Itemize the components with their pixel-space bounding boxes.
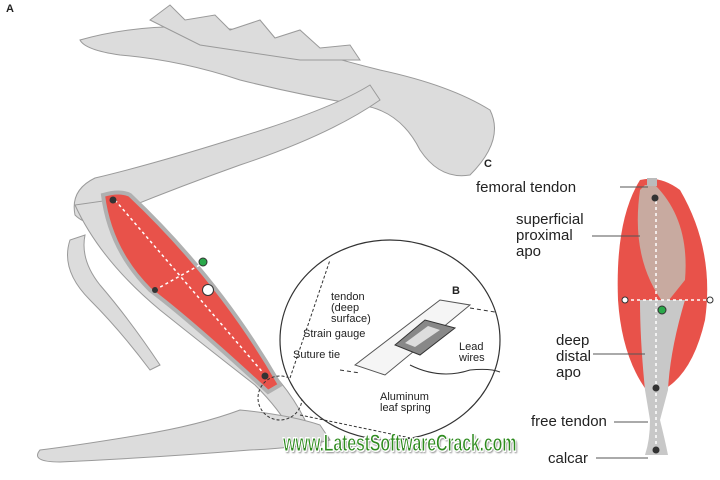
label-calcar: calcar xyxy=(548,450,589,467)
panel-label-b: B xyxy=(452,285,460,297)
panel-label-a: A xyxy=(6,3,14,15)
label-deep-distal-apo: deep distal apo xyxy=(556,332,592,381)
label-free-tendon: free tendon xyxy=(531,413,607,430)
foot-bones xyxy=(37,409,331,463)
label-lead-wires: Lead wires xyxy=(459,341,485,364)
muscle-a xyxy=(100,190,283,395)
fibula-bone xyxy=(67,234,161,371)
label-strain-gauge: Strain gauge xyxy=(303,328,366,340)
leader-lines xyxy=(592,186,648,459)
label-femoral-tendon: femoral tendon xyxy=(476,179,577,196)
muscle-c xyxy=(617,178,714,455)
label-suture-tie: Suture tie xyxy=(293,349,341,361)
label-aluminum-leaf-spring: Aluminum leaf spring xyxy=(380,391,431,414)
spine-bones xyxy=(149,4,361,61)
panel-label-c: C xyxy=(484,158,492,170)
label-tendon: tendon (deep surface) xyxy=(331,291,371,325)
femur-bone xyxy=(73,84,381,223)
strain-gauge-drawing xyxy=(339,299,501,376)
label-superficial-proximal-apo: superficial proximal apo xyxy=(516,211,584,260)
watermark: www.LatestSoftwareCrack.com xyxy=(283,430,517,457)
